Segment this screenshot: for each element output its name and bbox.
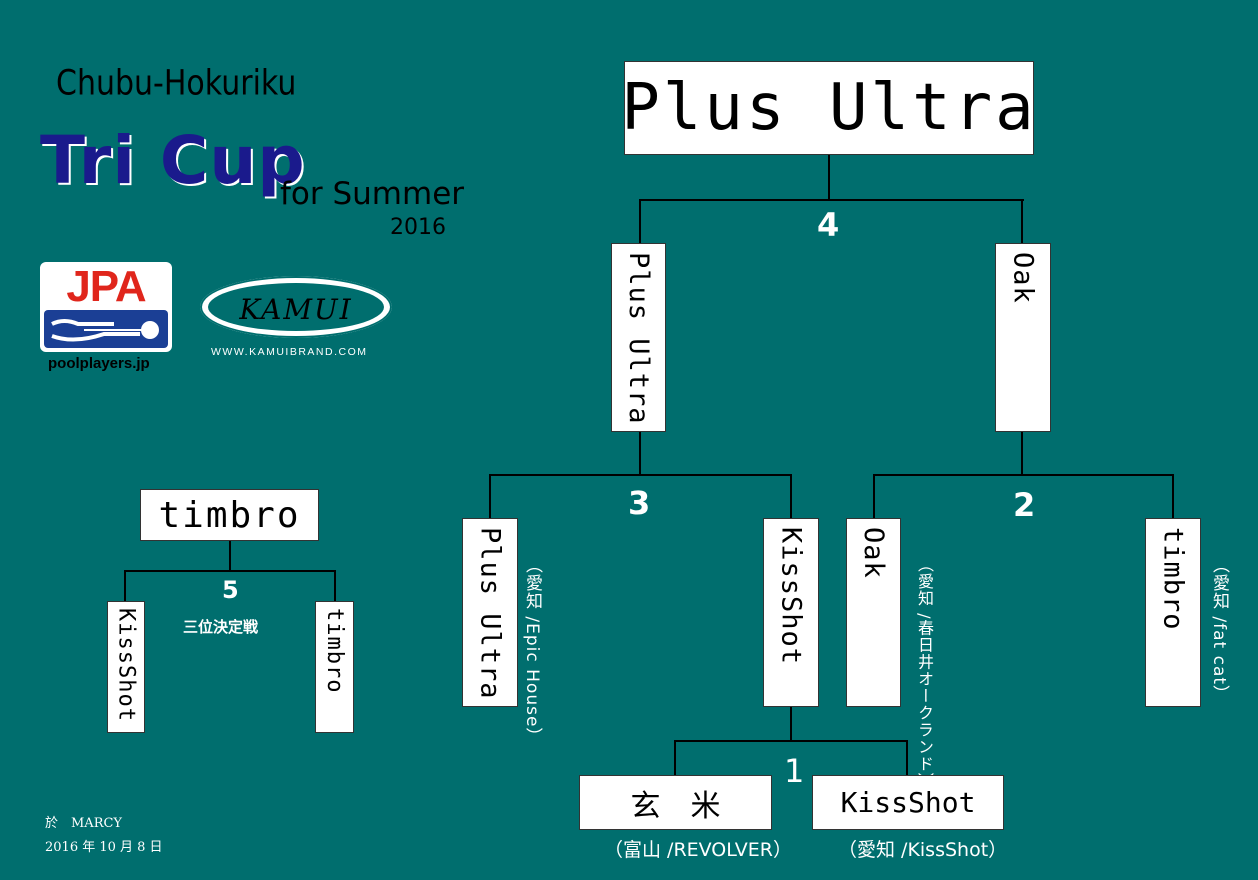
kamui-logo: KAMUI bbox=[200, 276, 392, 338]
semi-left-team-b-box: KissShot bbox=[763, 518, 819, 707]
semi-right-team-b-note: （愛知 /fat cat） bbox=[1209, 556, 1229, 704]
final-left-name: Plus Ultra bbox=[623, 252, 654, 425]
final-left-box: Plus Ultra bbox=[611, 243, 666, 432]
semi-right-team-a-name: Oak bbox=[858, 527, 889, 579]
third-place-label: 三位決定戦 bbox=[183, 618, 259, 636]
kamui-logo-text: KAMUI bbox=[239, 293, 353, 326]
jpa-player-graphic bbox=[44, 310, 168, 348]
final-right-box: Oak bbox=[995, 243, 1051, 432]
round1-team-a-note: （富山 /REVOLVER） bbox=[604, 839, 792, 861]
event-title: Tri Cup bbox=[40, 122, 306, 199]
champion-box: Plus Ultra bbox=[621, 61, 1037, 155]
third-place-left-name: KissShot bbox=[113, 608, 139, 722]
event-region: Chubu-Hokuriku bbox=[56, 63, 297, 104]
third-place-left-box: KissShot bbox=[107, 601, 145, 733]
event-year: 2016 bbox=[390, 215, 446, 240]
match-number-third-place: 5 bbox=[222, 576, 239, 604]
pool-player-icon bbox=[51, 319, 159, 342]
third-place-right-name: timbro bbox=[322, 608, 347, 694]
champion-name: Plus Ultra bbox=[621, 71, 1037, 145]
jpa-logo: JPA bbox=[40, 262, 172, 352]
semi-left-team-a-note: （愛知 /Epic House） bbox=[522, 556, 542, 746]
semi-right-team-b-box: timbro bbox=[1145, 518, 1201, 707]
semi-right-team-a-note: （愛知 /春日井オークランド） bbox=[915, 556, 934, 790]
round1-team-a-name: 玄 米 bbox=[630, 788, 721, 824]
semi-right-team-b-name: timbro bbox=[1157, 527, 1189, 631]
third-place-winner-name: timbro bbox=[158, 494, 301, 536]
jpa-url: poolplayers.jp bbox=[48, 355, 150, 372]
date-text: 2016 年 10 月 8 日 bbox=[45, 840, 163, 855]
match-number-semi-left: 3 bbox=[628, 484, 651, 522]
semi-left-team-b-name: KissShot bbox=[775, 527, 807, 666]
event-subtitle: for Summer bbox=[280, 176, 465, 212]
third-place-right-box: timbro bbox=[315, 601, 354, 733]
third-place-winner-box: timbro bbox=[140, 489, 319, 541]
round1-team-a-box: 玄 米 bbox=[579, 775, 772, 830]
semi-right-team-a-box: Oak bbox=[846, 518, 901, 707]
round1-team-b-box: KissShot bbox=[812, 775, 1004, 830]
semi-left-team-a-box: Plus Ultra bbox=[462, 518, 518, 707]
kamui-url: WWW.KAMUIBRAND.COM bbox=[211, 346, 368, 358]
semi-left-team-a-name: Plus Ultra bbox=[474, 527, 506, 700]
match-number-final: 4 bbox=[817, 206, 840, 244]
final-right-name: Oak bbox=[1007, 252, 1039, 304]
jpa-logo-text: JPA bbox=[66, 262, 146, 311]
match-number-round1: 1 bbox=[784, 752, 805, 790]
round1-team-b-note: （愛知 /KissShot） bbox=[838, 839, 1008, 861]
match-number-semi-right: 2 bbox=[1013, 486, 1036, 524]
venue-text: 於 MARCY bbox=[45, 816, 123, 831]
round1-team-b-name: KissShot bbox=[840, 786, 976, 819]
